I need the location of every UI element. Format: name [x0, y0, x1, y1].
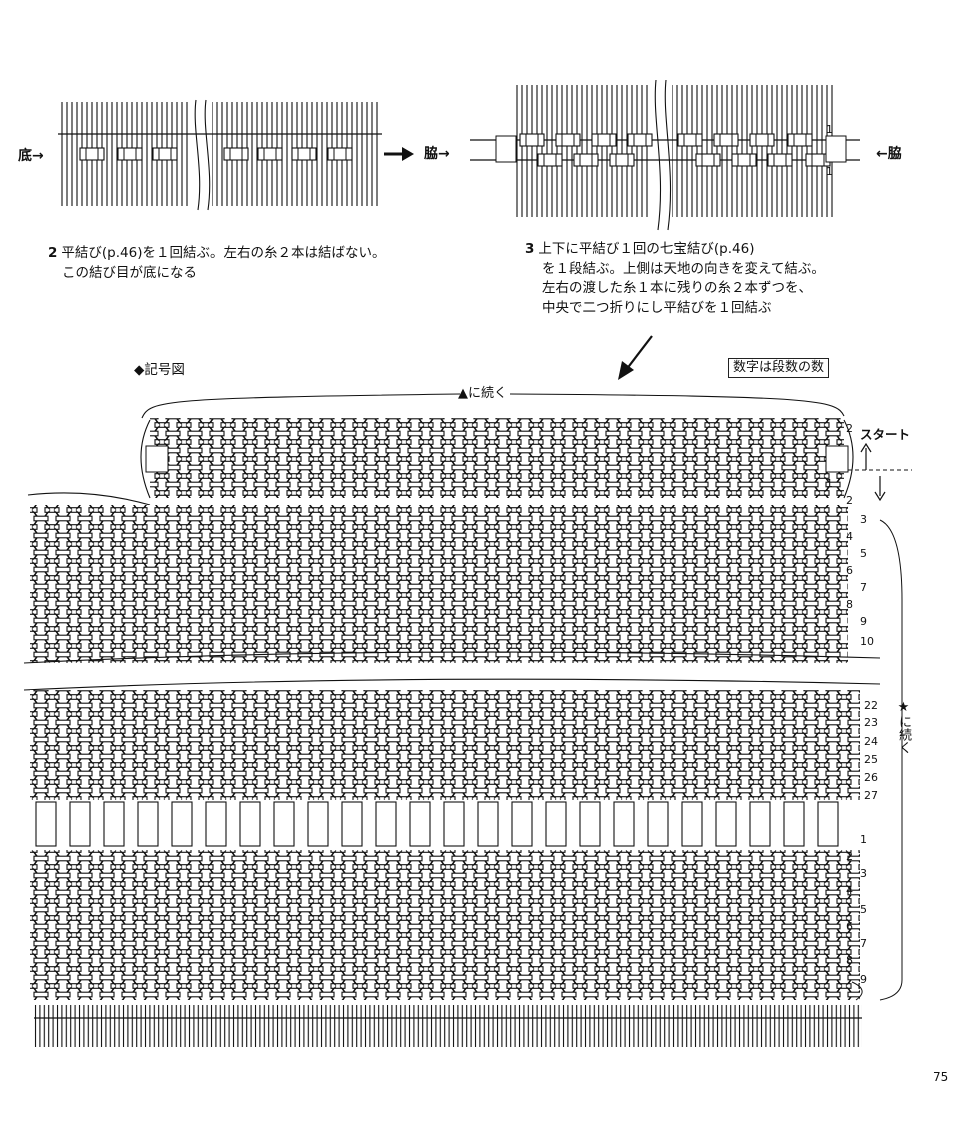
page-number: 75: [933, 1070, 948, 1084]
step3-line4: 中央で二つ折りにし平結びを１回結ぶ: [525, 300, 772, 316]
row-number: 23: [864, 717, 878, 729]
row-number: 1: [826, 478, 833, 490]
row-number: 9: [860, 974, 867, 986]
row-number: 26: [864, 772, 878, 784]
row-number: 2: [846, 495, 853, 507]
step3-line3: 左右の渡した糸１本に残りの糸２本ずつを、: [525, 280, 812, 296]
pointer-arrow-icon: [618, 336, 652, 380]
step2-number: 2: [48, 245, 57, 261]
chart-note: 数字は段数の数: [728, 358, 829, 378]
step3-number: 3: [525, 241, 534, 257]
row-number: 25: [864, 754, 878, 766]
row-number: 9: [860, 616, 867, 628]
row-number: 4: [846, 885, 853, 897]
row-number: 7: [860, 938, 867, 950]
continue-top-label: ▲に続く: [458, 384, 507, 404]
row-number: 8: [846, 955, 853, 967]
row-number: 3: [860, 514, 867, 526]
row-number: 5: [860, 548, 867, 560]
row-number: 24: [864, 736, 878, 748]
step3-line2: を１段結ぶ。上側は天地の向きを変えて結ぶ。: [525, 261, 825, 277]
row-number: 3: [860, 868, 867, 880]
row-number: 1: [860, 834, 867, 846]
row-number: 7: [860, 582, 867, 594]
step2-line2: この結び目が底になる: [48, 265, 197, 281]
step3-row-mark-bottom: 1: [826, 166, 833, 178]
continue-right-label: ★に続く: [894, 700, 913, 754]
step3-row-mark-top: 1: [826, 124, 833, 136]
step2-line1: 平結び(p.46)を１回結ぶ。左右の糸２本は結ばない。: [61, 245, 385, 261]
step3-illustration: [470, 80, 860, 230]
row-number: 27: [864, 790, 878, 802]
row-number: 6: [846, 565, 853, 577]
row-number: 2: [846, 423, 853, 435]
row-number: 10: [860, 636, 874, 648]
row-number: 2: [846, 851, 853, 863]
step3-line1: 上下に平結び１回の七宝結び(p.46): [538, 241, 754, 257]
chart-title: ◆記号図: [134, 361, 185, 381]
step2-illustration: [58, 100, 414, 210]
chart-top-section: [24, 394, 912, 663]
label-side-left: 脇→: [424, 143, 450, 163]
row-number: 5: [860, 904, 867, 916]
row-number: 8: [846, 599, 853, 611]
row-number: 6: [846, 921, 853, 933]
row-number: 22: [864, 700, 878, 712]
label-side-right: ←脇: [876, 143, 902, 163]
start-label: スタート: [860, 424, 910, 443]
row-number: 4: [846, 531, 853, 543]
label-bottom: 底→: [18, 145, 44, 165]
